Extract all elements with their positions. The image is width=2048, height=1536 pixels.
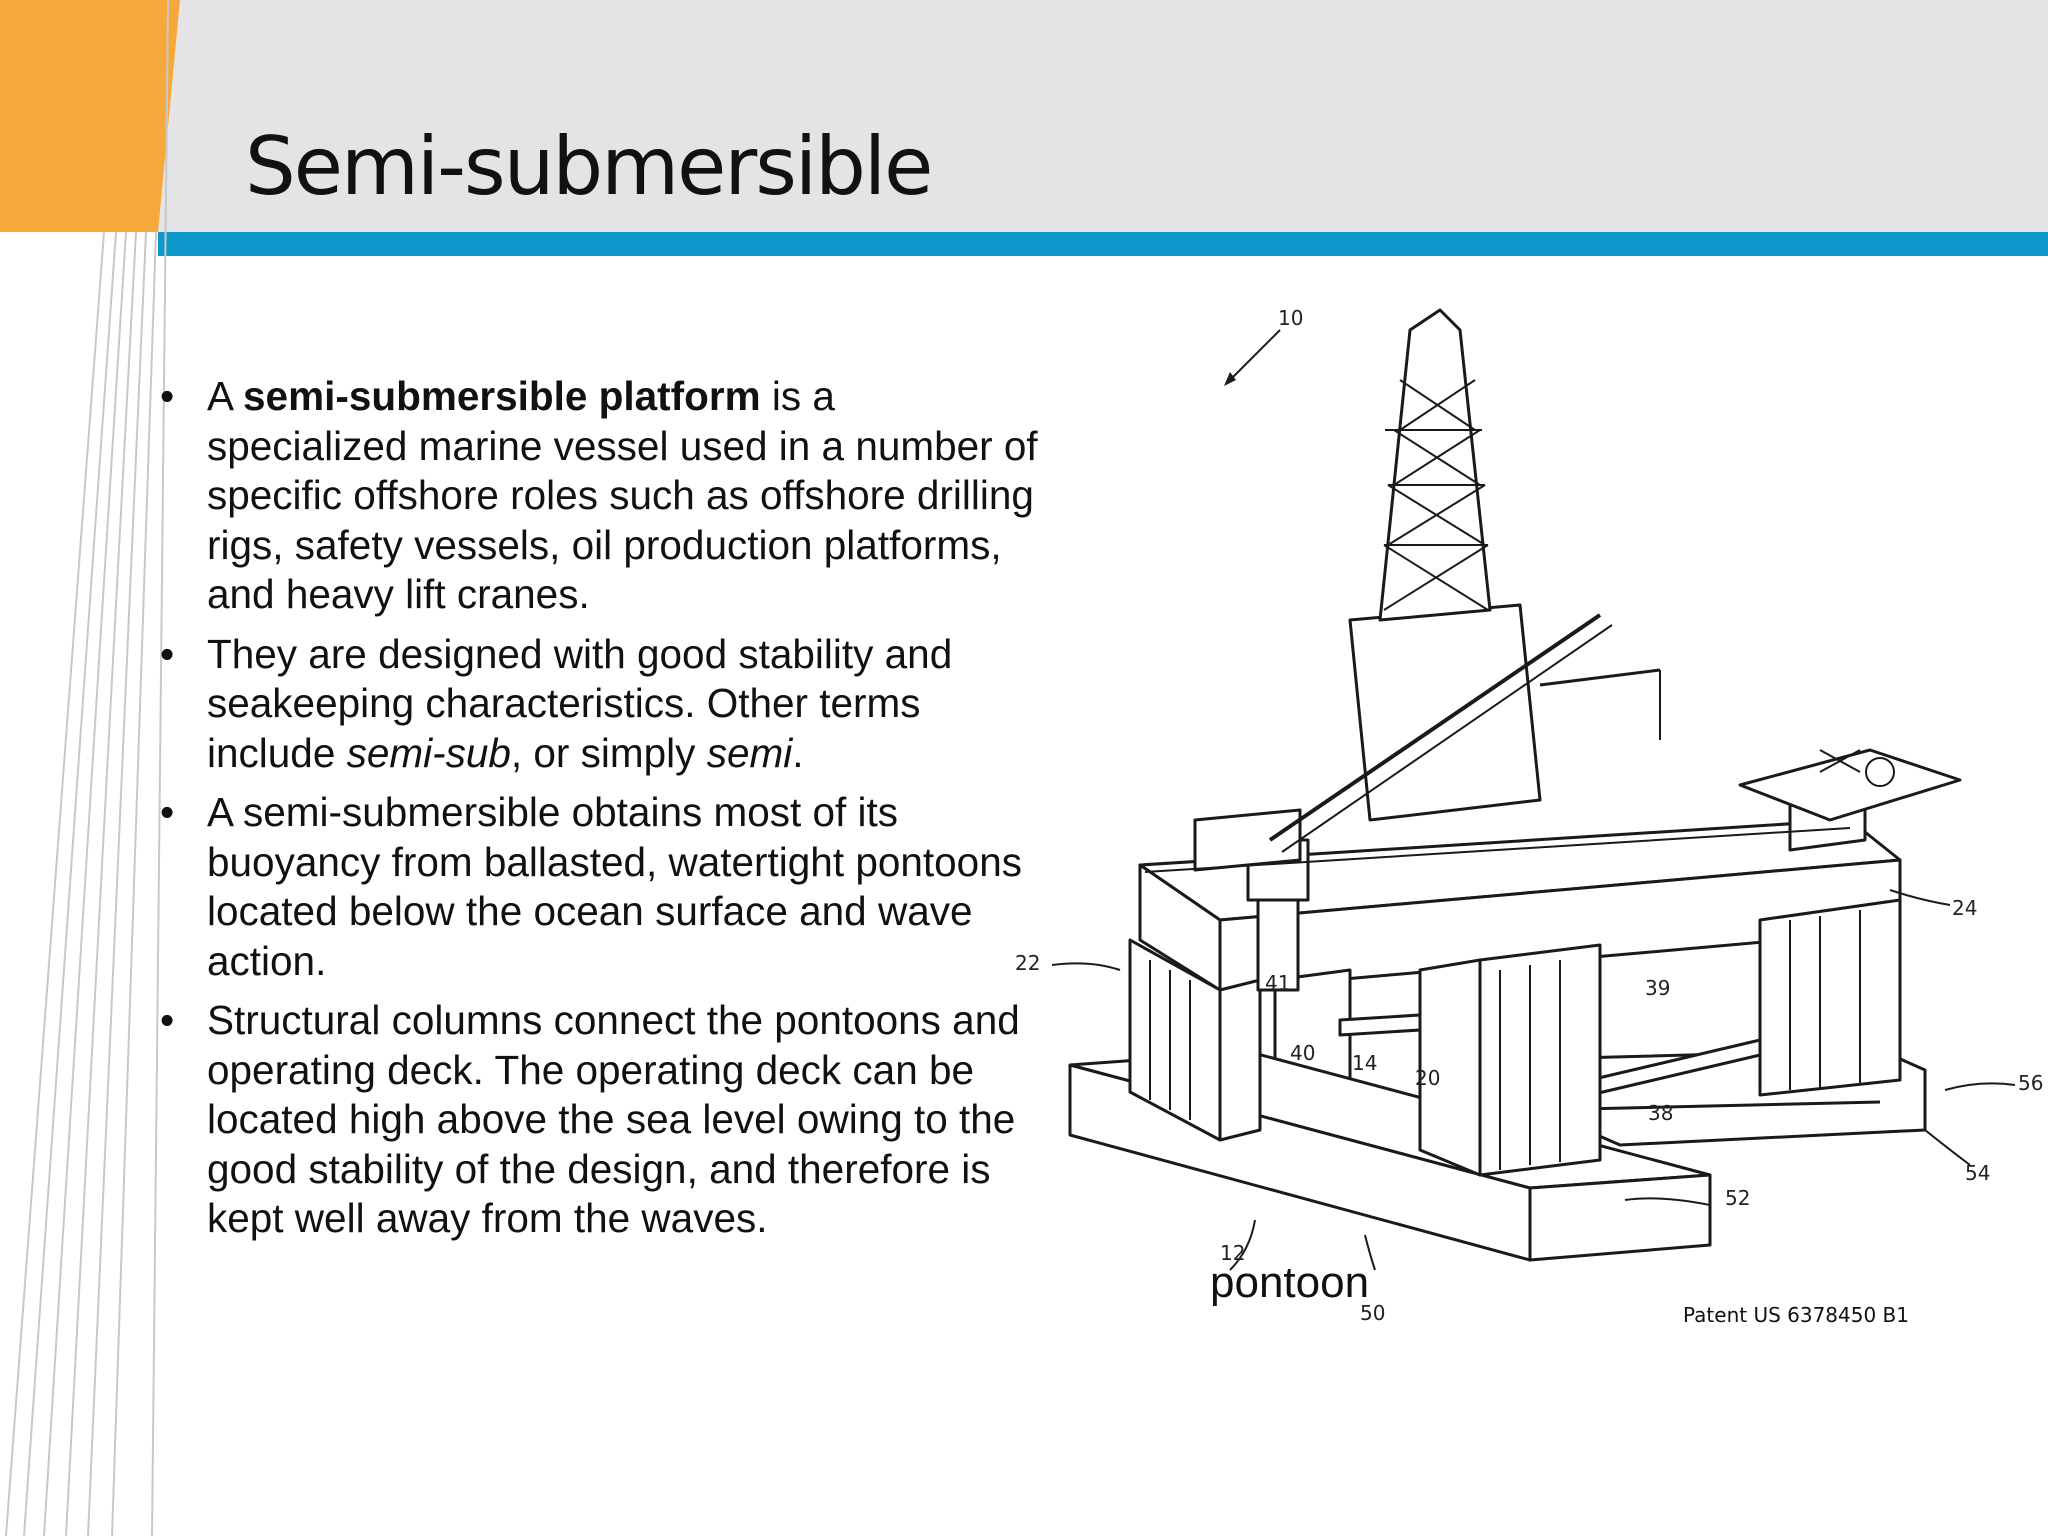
- orange-corner-block: [0, 0, 180, 232]
- callout-56: 56: [2018, 1071, 2043, 1095]
- callout-24: 24: [1952, 896, 1977, 920]
- callout-39: 39: [1645, 976, 1670, 1000]
- slide-title: Semi-submersible: [245, 120, 933, 213]
- bullet-text-run: A semi-submersible obtains most of its b…: [207, 789, 1022, 984]
- bullet-text-run: A: [207, 373, 244, 419]
- bullet-text-run: is a specialized marine vessel used in a…: [207, 373, 1038, 617]
- bullet-list: • A semi-submersible platform is a specia…: [160, 372, 1040, 1254]
- derrick-base: [1348, 603, 1542, 822]
- bullet-text-run: semi-submersible platform: [243, 373, 761, 419]
- semi-submersible-patent-drawing: 10 22 24 41 39 40 14 20 38 56 54 52 12 5…: [1015, 306, 2043, 1325]
- bullet-item: • They are designed with good stability a…: [160, 630, 1040, 779]
- callout-20: 20: [1415, 1066, 1440, 1090]
- bullet-dot: •: [160, 630, 175, 677]
- crane-pedestal: [1256, 898, 1300, 992]
- arrow-head: [1224, 372, 1236, 386]
- helideck: [1738, 748, 1962, 822]
- bullet-item: • A semi-submersible platform is a specia…: [160, 372, 1040, 620]
- bullet-text-run: , or simply: [510, 729, 707, 776]
- bullet-text-run: Structural columns connect the pontoons …: [207, 997, 1020, 1241]
- callout-12: 12: [1220, 1241, 1245, 1265]
- callout-41: 41: [1265, 971, 1290, 995]
- callout-52: 52: [1725, 1186, 1750, 1210]
- corner-decoration: [0, 0, 180, 1536]
- bullet-item: • A semi-submersible obtains most of its …: [160, 788, 1040, 986]
- patent-citation: Patent US 6378450 B1: [1683, 1303, 1910, 1327]
- bullet-dot: •: [160, 373, 175, 419]
- column-back-right: [1758, 898, 1902, 1097]
- decorative-lines: [5, 0, 169, 1536]
- callout-54: 54: [1965, 1161, 1990, 1185]
- bullet-dot: •: [160, 997, 175, 1043]
- callout-38: 38: [1648, 1101, 1673, 1125]
- bullet-text-run: semi: [706, 729, 793, 776]
- callout-10: 10: [1278, 306, 1303, 330]
- derrick-lattice: [1051, 329, 2016, 1271]
- accent-bar: [158, 232, 2048, 256]
- bullet-text-run: .: [792, 729, 804, 776]
- column-front-right: [1478, 943, 1602, 1177]
- column-front-right-side: [1418, 958, 1482, 1177]
- header-band: [0, 0, 2048, 232]
- near-pontoon-end: [1528, 1173, 1712, 1262]
- callout-40: 40: [1290, 1041, 1315, 1065]
- bullet-dot: •: [160, 789, 175, 835]
- callout-14: 14: [1352, 1051, 1377, 1075]
- bullet-item: • Structural columns connect the pontoons…: [160, 996, 1040, 1244]
- pontoon-label: pontoon: [1210, 1258, 1370, 1307]
- column-front-left-side: [1218, 978, 1262, 1142]
- callout-22: 22: [1015, 951, 1040, 975]
- derrick-tower: [1378, 308, 1492, 622]
- bullet-text-run: They are designed with good stability an…: [207, 630, 953, 776]
- bullet-text-run: semi-sub: [346, 729, 511, 776]
- callout-50: 50: [1360, 1301, 1385, 1325]
- deck-house: [1193, 808, 1302, 872]
